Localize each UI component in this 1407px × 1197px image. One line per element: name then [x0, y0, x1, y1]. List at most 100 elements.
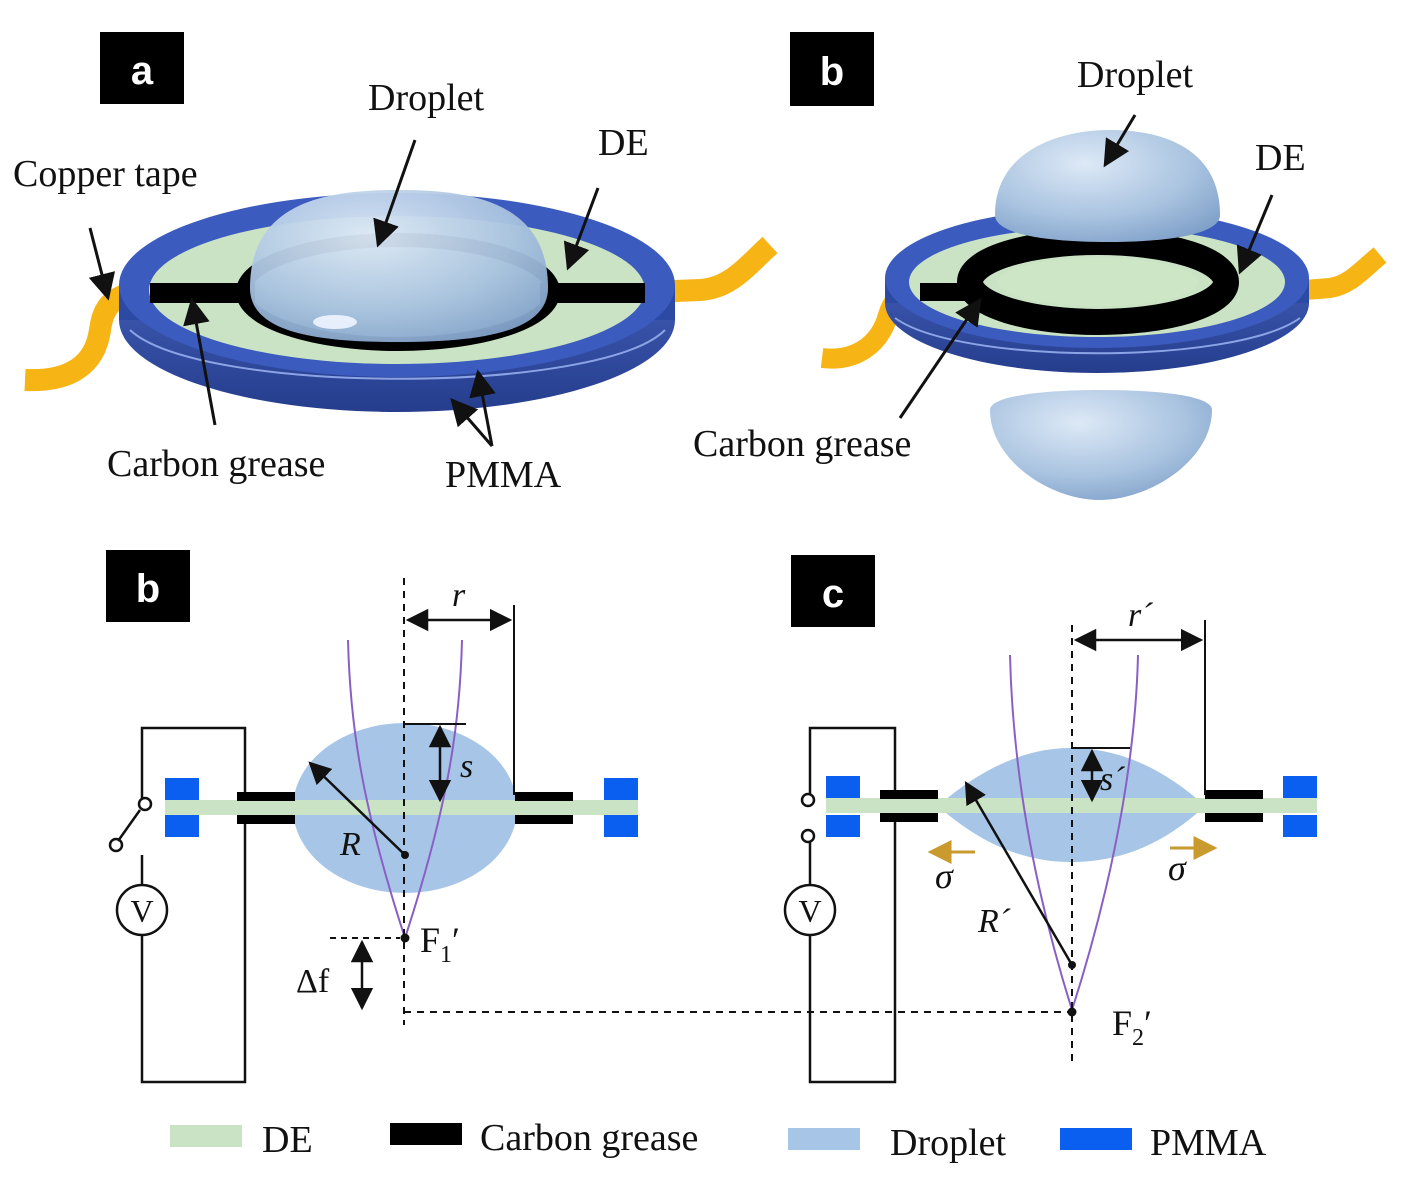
- switch-contact-top-b: [137, 796, 153, 812]
- f1-letter: F: [420, 920, 440, 960]
- panel-a-letter: a: [131, 49, 154, 93]
- label-F1-b: F1′: [420, 920, 460, 968]
- panel-b-bottom-letter: b: [136, 567, 160, 611]
- carbon-grease-right: [540, 283, 645, 303]
- panel-b-top-letter: b: [820, 50, 844, 94]
- panel-b-top-badge: [790, 32, 874, 106]
- label-droplet-a: Droplet: [368, 77, 485, 119]
- pmma-bottom-right-b: [604, 815, 638, 837]
- arrow-de-b: [1236, 194, 1274, 275]
- voltmeter-c: [783, 883, 837, 937]
- legend-label-carbon: Carbon grease: [480, 1117, 698, 1159]
- de-strip-b: [165, 800, 638, 815]
- panel-b-bottom: b V r s R F1′: [106, 550, 1072, 1084]
- arrow-droplet-b: [1103, 114, 1137, 168]
- f1-sub: 1: [440, 942, 452, 968]
- ray-right-c: [1071, 654, 1139, 1011]
- f1-prime: ′: [452, 920, 460, 960]
- carbon-grease-left: [150, 283, 255, 303]
- label-r-b: r: [452, 577, 466, 614]
- label-F2-c: F2′: [1112, 1003, 1152, 1051]
- label-R-b: R: [339, 826, 361, 863]
- droplet: [250, 190, 548, 342]
- f2-sub: 2: [1132, 1025, 1144, 1051]
- carbon-bottom-right-c: [1205, 813, 1263, 822]
- arrow-carbon: [183, 297, 217, 426]
- pmma-ring-line-b: [894, 317, 1301, 355]
- de-inside-ring-b: [998, 258, 1198, 306]
- droplet-bottom-half: [990, 390, 1212, 500]
- arrow-pmma-1: [469, 369, 496, 447]
- droplet-highlight: [313, 315, 357, 329]
- carbon-top-left-c: [880, 790, 938, 799]
- label-carbon-grease-a: Carbon grease: [107, 443, 325, 485]
- label-pmma-a: PMMA: [445, 454, 562, 496]
- carbon-grease-ring-b: [957, 229, 1239, 335]
- carbon-bottom-left-b: [237, 815, 295, 824]
- center-point-b: [401, 851, 409, 859]
- ray-left-b: [347, 639, 406, 939]
- legend-swatch-droplet: [788, 1128, 860, 1150]
- panel-b-bottom-badge: [106, 550, 190, 622]
- pmma-bottom-left-c: [826, 815, 860, 837]
- arrow-de: [563, 187, 600, 271]
- panel-c-badge: [791, 555, 875, 627]
- pmma-top-right-b: [604, 778, 638, 800]
- legend-label-droplet: Droplet: [890, 1122, 1007, 1164]
- switch-lever-b: [116, 809, 142, 842]
- label-delta-f: Δf: [296, 963, 330, 1000]
- circuit-wire-b: [140, 726, 247, 1084]
- copper-tape-right: [649, 236, 778, 303]
- panel-c: c V r´ s´ R´ σ σ F2′: [783, 555, 1317, 1084]
- label-carbon-grease-b: Carbon grease: [693, 423, 911, 465]
- circuit-wire-c: [808, 726, 897, 1084]
- focus-point-b: [400, 933, 410, 943]
- de-strip-c: [826, 798, 1317, 813]
- pmma-bottom-right-c: [1283, 815, 1317, 837]
- label-R-c: R´: [977, 903, 1011, 940]
- pmma-top-left-b: [165, 778, 199, 800]
- label-sigma-left: σ: [935, 856, 954, 896]
- label-s-c: s´: [1100, 761, 1125, 798]
- label-droplet-b: Droplet: [1077, 54, 1194, 96]
- panel-b-top: b Droplet DE Carbon grease: [693, 32, 1387, 500]
- arrow-copper: [88, 227, 116, 301]
- legend-swatch-carbon: [390, 1123, 462, 1145]
- legend: DE Carbon grease Droplet PMMA: [170, 1117, 1267, 1164]
- carbon-top-left-b: [237, 792, 295, 801]
- pmma-top-right-c: [1283, 776, 1317, 798]
- ray-left-c: [1009, 654, 1073, 1011]
- label-sigma-right: σ: [1168, 848, 1187, 888]
- copper-tape-right-b: [1304, 247, 1387, 300]
- label-r-c: r´: [1128, 597, 1153, 634]
- center-point-c: [1068, 961, 1076, 969]
- carbon-bottom-left-c: [880, 813, 938, 822]
- legend-swatch-pmma: [1060, 1128, 1132, 1150]
- legend-swatch-de: [170, 1125, 242, 1147]
- switch-contact-bottom-c: [800, 828, 816, 844]
- carbon-bottom-right-b: [515, 815, 573, 824]
- voltmeter-b: [115, 883, 169, 937]
- arrow-droplet: [373, 139, 417, 248]
- arrow-carbon-b: [898, 297, 982, 419]
- radius-R-c: [964, 781, 1074, 966]
- carbon-top-right-c: [1205, 790, 1263, 799]
- voltmeter-label-b: V: [130, 893, 153, 929]
- switch-contact-top-c: [800, 792, 816, 808]
- legend-label-pmma: PMMA: [1150, 1122, 1267, 1164]
- pmma-ring-line: [129, 329, 666, 380]
- panel-a: a Copper tape Droplet DE Carbon grease P…: [13, 32, 778, 496]
- droplet-top-half: [995, 130, 1220, 242]
- carbon-top-right-b: [515, 792, 573, 801]
- panel-c-letter: c: [822, 572, 844, 616]
- label-de-a: DE: [598, 122, 649, 164]
- focus-point-c: [1067, 1007, 1077, 1017]
- voltmeter-label-c: V: [798, 893, 821, 929]
- pmma-top-left-c: [826, 776, 860, 798]
- radius-R-b: [308, 761, 406, 856]
- f2-letter: F: [1112, 1003, 1132, 1043]
- label-s-b: s: [460, 748, 473, 785]
- f2-prime: ′: [1144, 1003, 1152, 1043]
- pmma-bottom-left-b: [165, 815, 199, 837]
